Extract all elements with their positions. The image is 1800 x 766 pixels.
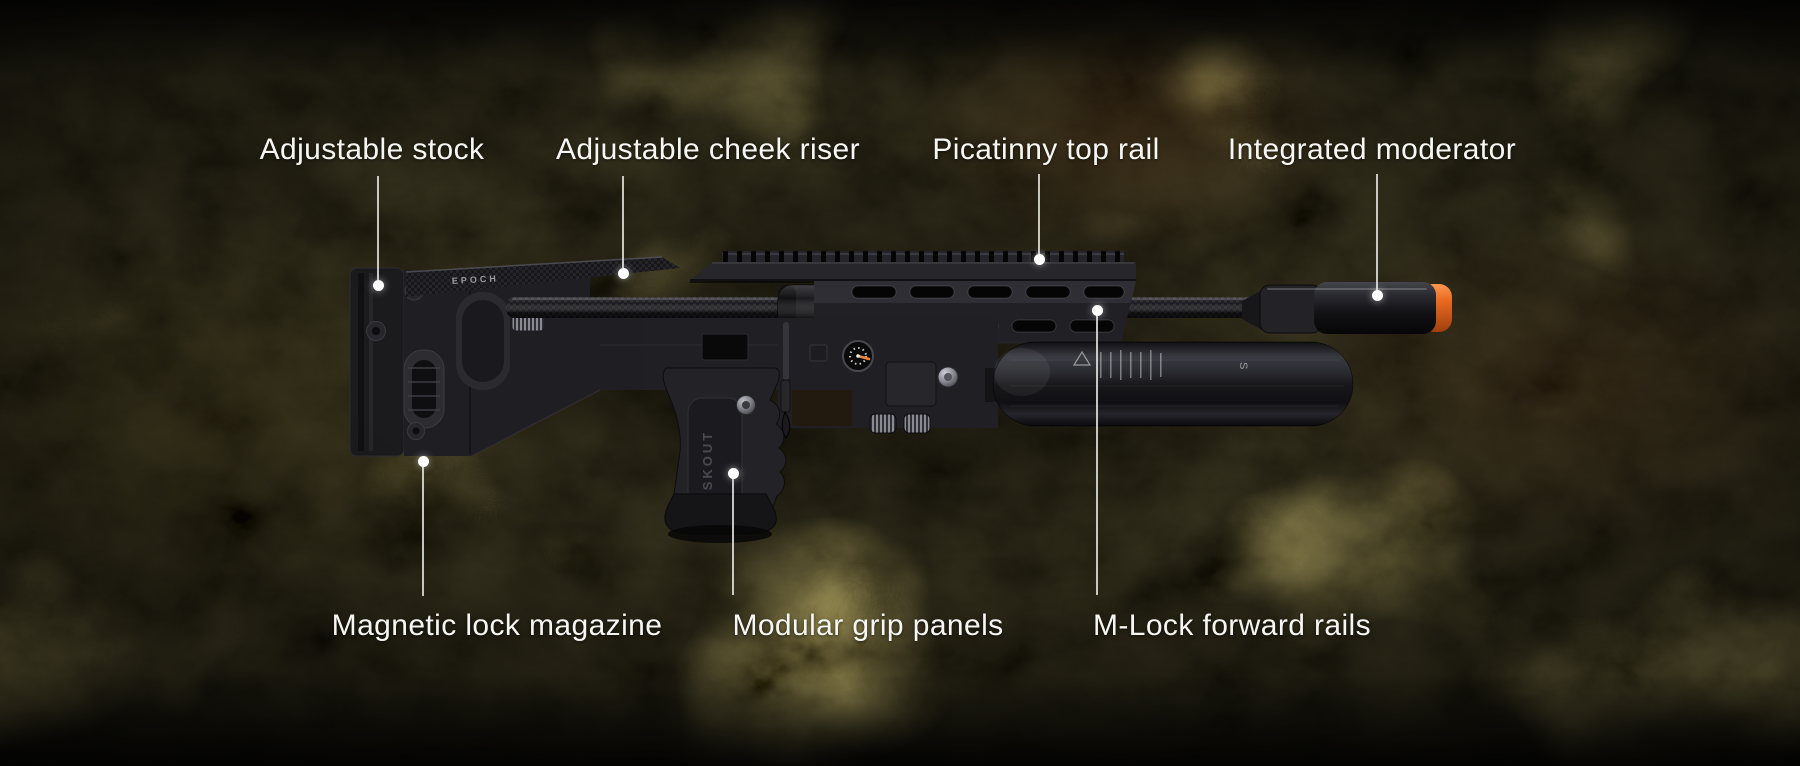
leader-line-cheek-riser [622,176,624,268]
leader-line-mlok [1096,315,1098,595]
leader-line-grip [732,478,734,595]
callout-magnetic-lock-magazine: Magnetic lock magazine [331,609,663,642]
callout-picatinny-top-rail: Picatinny top rail [932,133,1160,166]
callout-modular-grip-panels: Modular grip panels [732,609,1004,642]
leader-line-moderator [1376,174,1378,290]
leader-line-picatinny [1038,174,1040,254]
callout-dot-picatinny [1033,253,1045,265]
callout-dot-grip [727,467,739,479]
leader-line-magazine [422,466,424,596]
callout-adjustable-cheek-riser: Adjustable cheek riser [556,133,860,166]
callout-dot-cheek-riser [617,267,629,279]
callout-dot-moderator [1371,289,1383,301]
callout-adjustable-stock: Adjustable stock [259,133,485,166]
callout-dot-adjustable-stock [372,279,384,291]
callout-dot-mlok [1091,304,1103,316]
callout-dot-magazine [417,455,429,467]
callout-m-lock-forward-rails: M-Lock forward rails [1092,609,1372,642]
leader-line-adjustable-stock [377,176,379,280]
callout-integrated-moderator: Integrated moderator [1227,133,1517,166]
